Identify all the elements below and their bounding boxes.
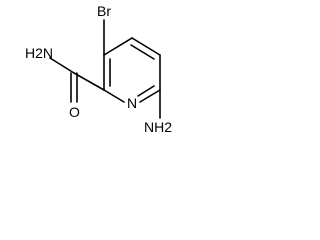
bond-c4-c5: [131, 37, 161, 56]
bond-c6-n1: [139, 89, 161, 103]
amino-nitrogen-label: NH2: [144, 119, 172, 135]
bromine-label: Br: [97, 3, 111, 19]
ring-nitrogen-label: N: [127, 95, 137, 111]
carbonyl-oxygen-label: O: [69, 104, 80, 120]
bond-c6-n1-inner: [137, 85, 155, 97]
bond-carbonyl-nh2: [49, 57, 75, 74]
bond-c3-c4: [103, 37, 133, 56]
molecule-structure: Br H2N O N NH2: [25, 3, 172, 135]
bond-c4-c5-inner: [130, 44, 155, 60]
bond-c2-carbonyl: [73, 72, 105, 91]
bond-n1-c2: [103, 89, 125, 103]
amide-nitrogen-label: H2N: [25, 45, 53, 61]
